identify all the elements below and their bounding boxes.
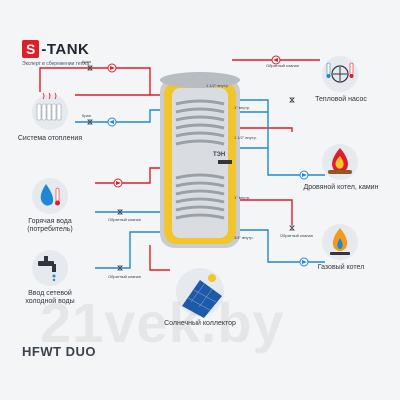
upper-coil (175, 99, 225, 146)
port-4-label: 3/4" внутр. (234, 235, 254, 240)
heater-element (218, 160, 232, 164)
check-valve-label-1: Обратный клапан (108, 217, 141, 222)
logo-tagline: Эксперт в сбережении тепла (22, 61, 90, 67)
port-1-label: 1" внутр. (234, 105, 251, 110)
port-3-label: 1" внутр. (234, 195, 251, 200)
brand-logo: S-TANK Эксперт в сбережении тепла (22, 40, 89, 67)
heat-pump-icon (322, 56, 358, 92)
logo-badge: S (22, 40, 40, 58)
buffer-tank (160, 72, 240, 248)
kran-label-2: Кран (82, 113, 91, 118)
label-cold-inlet: Ввод сетевой холодной воды (25, 290, 75, 306)
label-heating: Система отопления (17, 135, 83, 142)
check-valve-label-4: Обратный клапан (280, 233, 313, 238)
label-gas-boiler: Газовый котел (317, 264, 365, 271)
heater-label: ТЭН (213, 152, 226, 158)
check-valve-label-2: Обратный клапан (108, 274, 141, 279)
wood-boiler-icon (322, 144, 358, 180)
model-name: HFWT DUO (22, 344, 97, 359)
kran-label-1: Кран (82, 59, 91, 64)
port-top-label: 1 1/2" внутр. (206, 83, 229, 88)
heating-icon (32, 92, 68, 130)
valve-glyphs (87, 65, 295, 271)
label-wood-boiler: Дровяной котел, камин (303, 184, 379, 191)
label-solar: Солнечный коллектор (164, 320, 236, 327)
hot-water-icon (32, 178, 68, 214)
check-valve-label-3: Обратный клапан (266, 63, 299, 68)
label-hot-water: Горячая вода (потребитель) (27, 218, 73, 234)
cold-tap-icon (32, 250, 68, 286)
port-2-label: 1 1/2" внутр. (234, 135, 257, 140)
logo-word: -TANK (41, 41, 90, 58)
gas-boiler-icon (322, 224, 358, 260)
label-heat-pump: Тепловой насос (315, 96, 367, 103)
pump-glyphs (107, 55, 309, 267)
lower-coil (175, 173, 225, 220)
solar-collector-icon (176, 268, 224, 318)
